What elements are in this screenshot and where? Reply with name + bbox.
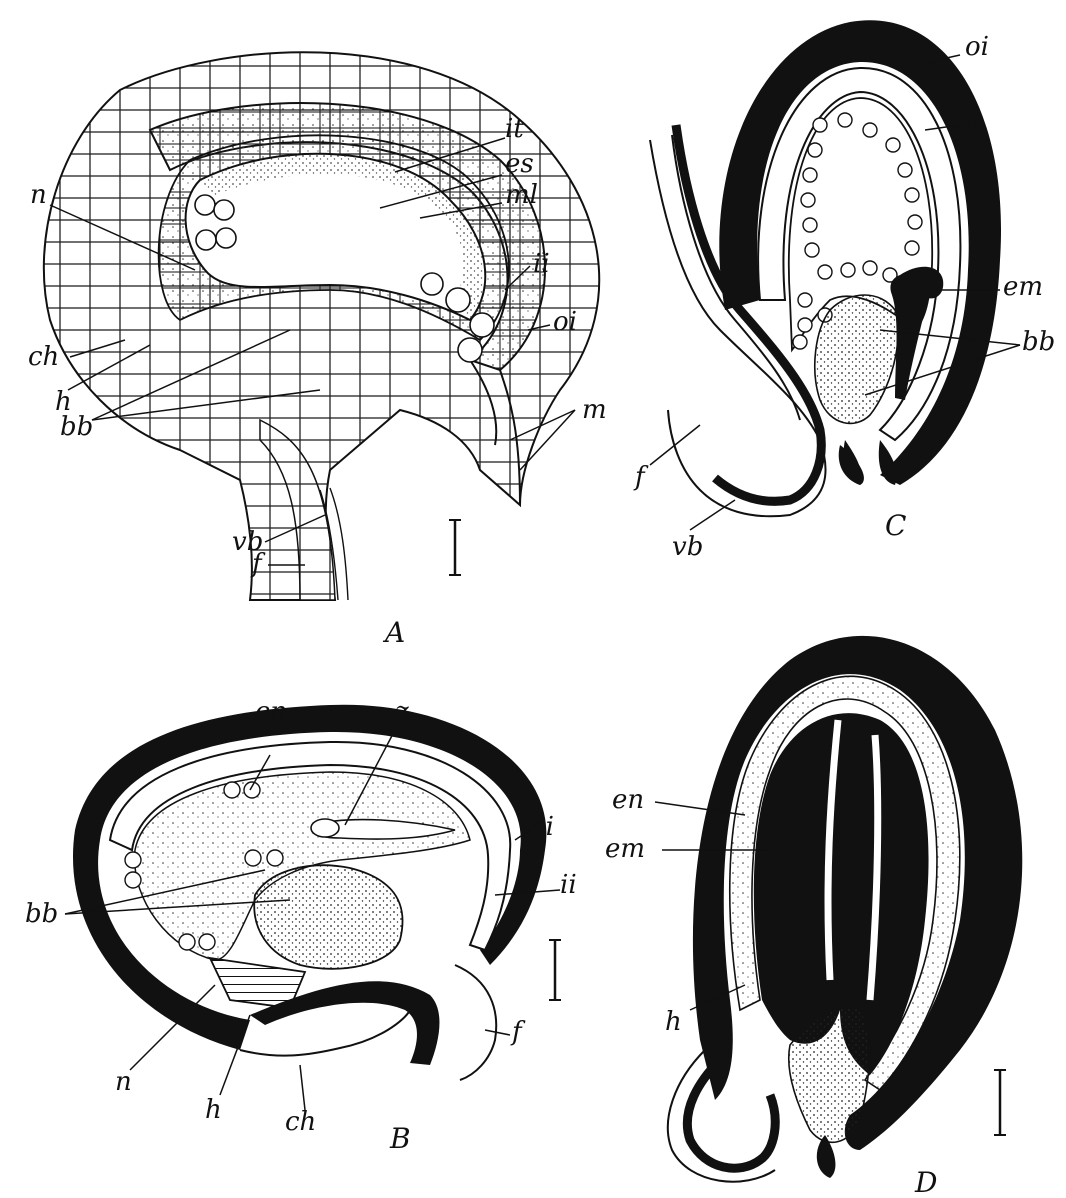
- panel-a-label-bb: bb: [60, 412, 93, 442]
- panel-a-label-ii: ii: [533, 249, 550, 279]
- panel-d-label-en: en: [612, 785, 644, 815]
- panel-a-label-n: n: [30, 180, 47, 210]
- panel-b-label-h: h: [205, 1095, 222, 1125]
- panel-a-label-ml: ml: [505, 180, 538, 210]
- panel-a-label-ch: ch: [28, 342, 59, 372]
- panel-b: en z oi ii bb n h ch f B: [25, 697, 577, 1155]
- panel-c-label-bb: bb: [1022, 327, 1055, 357]
- panel-a-label-es: es: [505, 149, 534, 179]
- panel-b-label-en: en: [255, 697, 287, 727]
- panel-c-label-f: f: [633, 462, 649, 492]
- panel-b-label-n: n: [115, 1067, 132, 1097]
- panel-b-label-z: z: [394, 697, 409, 727]
- panel-c-label-vb: vb: [672, 532, 703, 562]
- panel-b-bulb: [254, 865, 402, 969]
- panel-a-label-m: m: [582, 395, 607, 425]
- panel-b-label-ii: ii: [560, 870, 577, 900]
- panel-d: en em h D: [605, 636, 1022, 1198]
- panel-b-label-ch: ch: [285, 1107, 316, 1137]
- panel-d-funiculus: [687, 1060, 775, 1168]
- panel-c: oi ii em bb f vb C: [633, 20, 1055, 562]
- panel-a-label-it: it: [505, 114, 524, 144]
- panel-b-label-bb: bb: [25, 899, 58, 929]
- panel-c-label-em: em: [1003, 272, 1043, 302]
- panel-b-letter: B: [389, 1122, 411, 1155]
- panel-b-label-f: f: [510, 1017, 526, 1047]
- panel-c-letter: C: [885, 509, 906, 542]
- panel-d-letter: D: [914, 1166, 937, 1198]
- panel-c-bulb: [815, 295, 898, 423]
- panel-c-label-ii: ii: [965, 110, 982, 140]
- panel-b-label-oi: oi: [530, 812, 554, 842]
- panel-a-label-oi: oi: [553, 307, 577, 337]
- panel-a: it es ml n ii oi ch h bb m vb f A: [28, 52, 607, 649]
- panel-d-label-h: h: [665, 1007, 682, 1037]
- panel-d-label-em: em: [605, 834, 645, 864]
- panel-c-base: [843, 440, 896, 485]
- panel-a-letter: A: [382, 616, 405, 649]
- panel-c-label-oi: oi: [965, 32, 989, 62]
